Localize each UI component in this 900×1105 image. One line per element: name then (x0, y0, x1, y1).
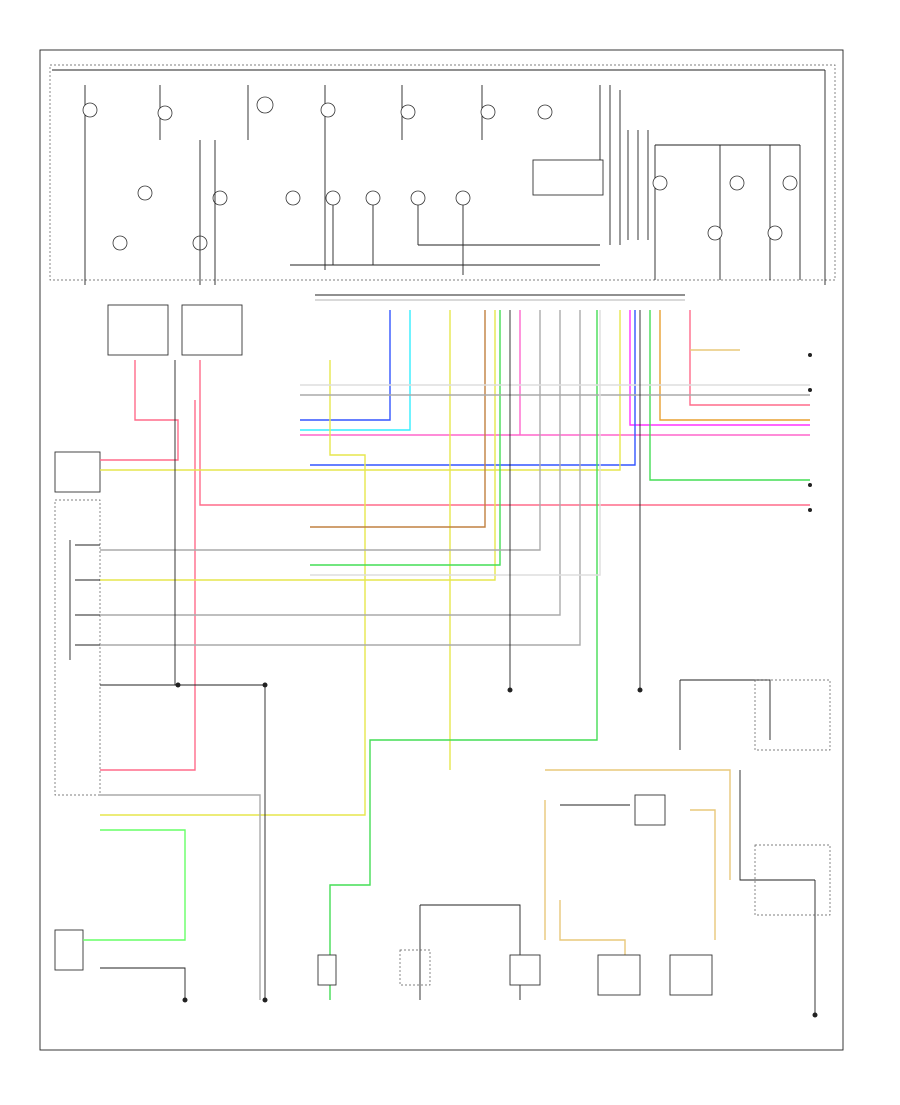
ground-symbols (175, 353, 818, 1018)
ground-wire (420, 904, 521, 1000)
wire-brown (310, 310, 486, 528)
diagram-frame (39, 49, 844, 1051)
indicator-bulb (320, 102, 336, 118)
cluster-module (532, 159, 604, 196)
brake-switch (509, 954, 541, 986)
wire-tan-2 (545, 769, 731, 880)
indicator-bulb (137, 185, 153, 201)
wire-gray-2 (100, 310, 561, 616)
wire-gray-4 (100, 794, 261, 1000)
indicator-bulb (157, 105, 173, 121)
ground-wire (100, 684, 266, 1000)
indicator-bulb (537, 104, 553, 120)
cruise-control-module (669, 954, 713, 996)
junction-block (399, 949, 431, 986)
wire-yellow-3 (100, 360, 366, 816)
indicator-bulb (112, 235, 128, 251)
wire-blue-1 (300, 310, 391, 421)
wire-tan-4 (690, 809, 716, 940)
low-brake-fluid-switch (54, 929, 84, 971)
transmission-control-relay (181, 304, 243, 356)
indicator-bulb (82, 102, 98, 118)
indicator-bulb (365, 190, 381, 206)
supply-wire (680, 679, 771, 740)
powertrain-control-module (597, 954, 641, 996)
wire-blue-2 (310, 310, 636, 466)
cluster-bulbs-top (82, 85, 801, 285)
indicator-bulb (767, 225, 783, 241)
wire-red-2 (199, 360, 810, 506)
wire-magenta (629, 310, 810, 426)
wire-green-2 (649, 310, 810, 481)
wire-red-4 (689, 310, 810, 406)
indicator-bulb (410, 190, 426, 206)
indicator-bulb (480, 104, 496, 120)
indicator-bulb (782, 175, 798, 191)
indicator-bulb (729, 175, 745, 191)
indicator-bulb (325, 190, 341, 206)
ignition-switch-box (754, 844, 831, 916)
transmission-range-switch-box (54, 499, 101, 796)
indicator-bulb (400, 104, 416, 120)
relay-module (634, 794, 666, 826)
ground-wire (100, 967, 186, 1000)
cluster-bulbs-middle (112, 140, 600, 285)
wire-group (83, 310, 810, 1000)
wire-green-3 (329, 310, 598, 1000)
indicator-bulb (707, 225, 723, 241)
wire-yellow-2 (100, 310, 496, 581)
neutral-safety-switch (54, 451, 101, 493)
shift-lock-control-module (107, 304, 169, 356)
wire-light-green (83, 829, 186, 941)
indicator-bulb (455, 190, 471, 206)
wire-red-3 (100, 400, 196, 771)
wire-tan-5 (559, 900, 626, 960)
wire-gray-3 (100, 310, 581, 646)
supply-wire (739, 770, 815, 881)
wire-red-1 (100, 360, 179, 461)
range-switch-contacts (69, 540, 100, 660)
instrument-cluster-box (49, 64, 836, 281)
wire-cyan (300, 310, 411, 431)
black-wires (100, 310, 816, 1015)
wire-gray-1 (100, 310, 541, 551)
indicator-bulb (285, 190, 301, 206)
fuse-block-box (754, 679, 831, 751)
indicator-bulb (256, 96, 274, 114)
wire-white-2 (310, 310, 601, 576)
indicator-bulb (212, 190, 228, 206)
wire-yellow-1 (100, 310, 621, 471)
bottom-components (317, 679, 831, 996)
wire-orange (659, 310, 810, 421)
stoplamp-switch (317, 954, 337, 986)
indicator-bulb (652, 175, 668, 191)
